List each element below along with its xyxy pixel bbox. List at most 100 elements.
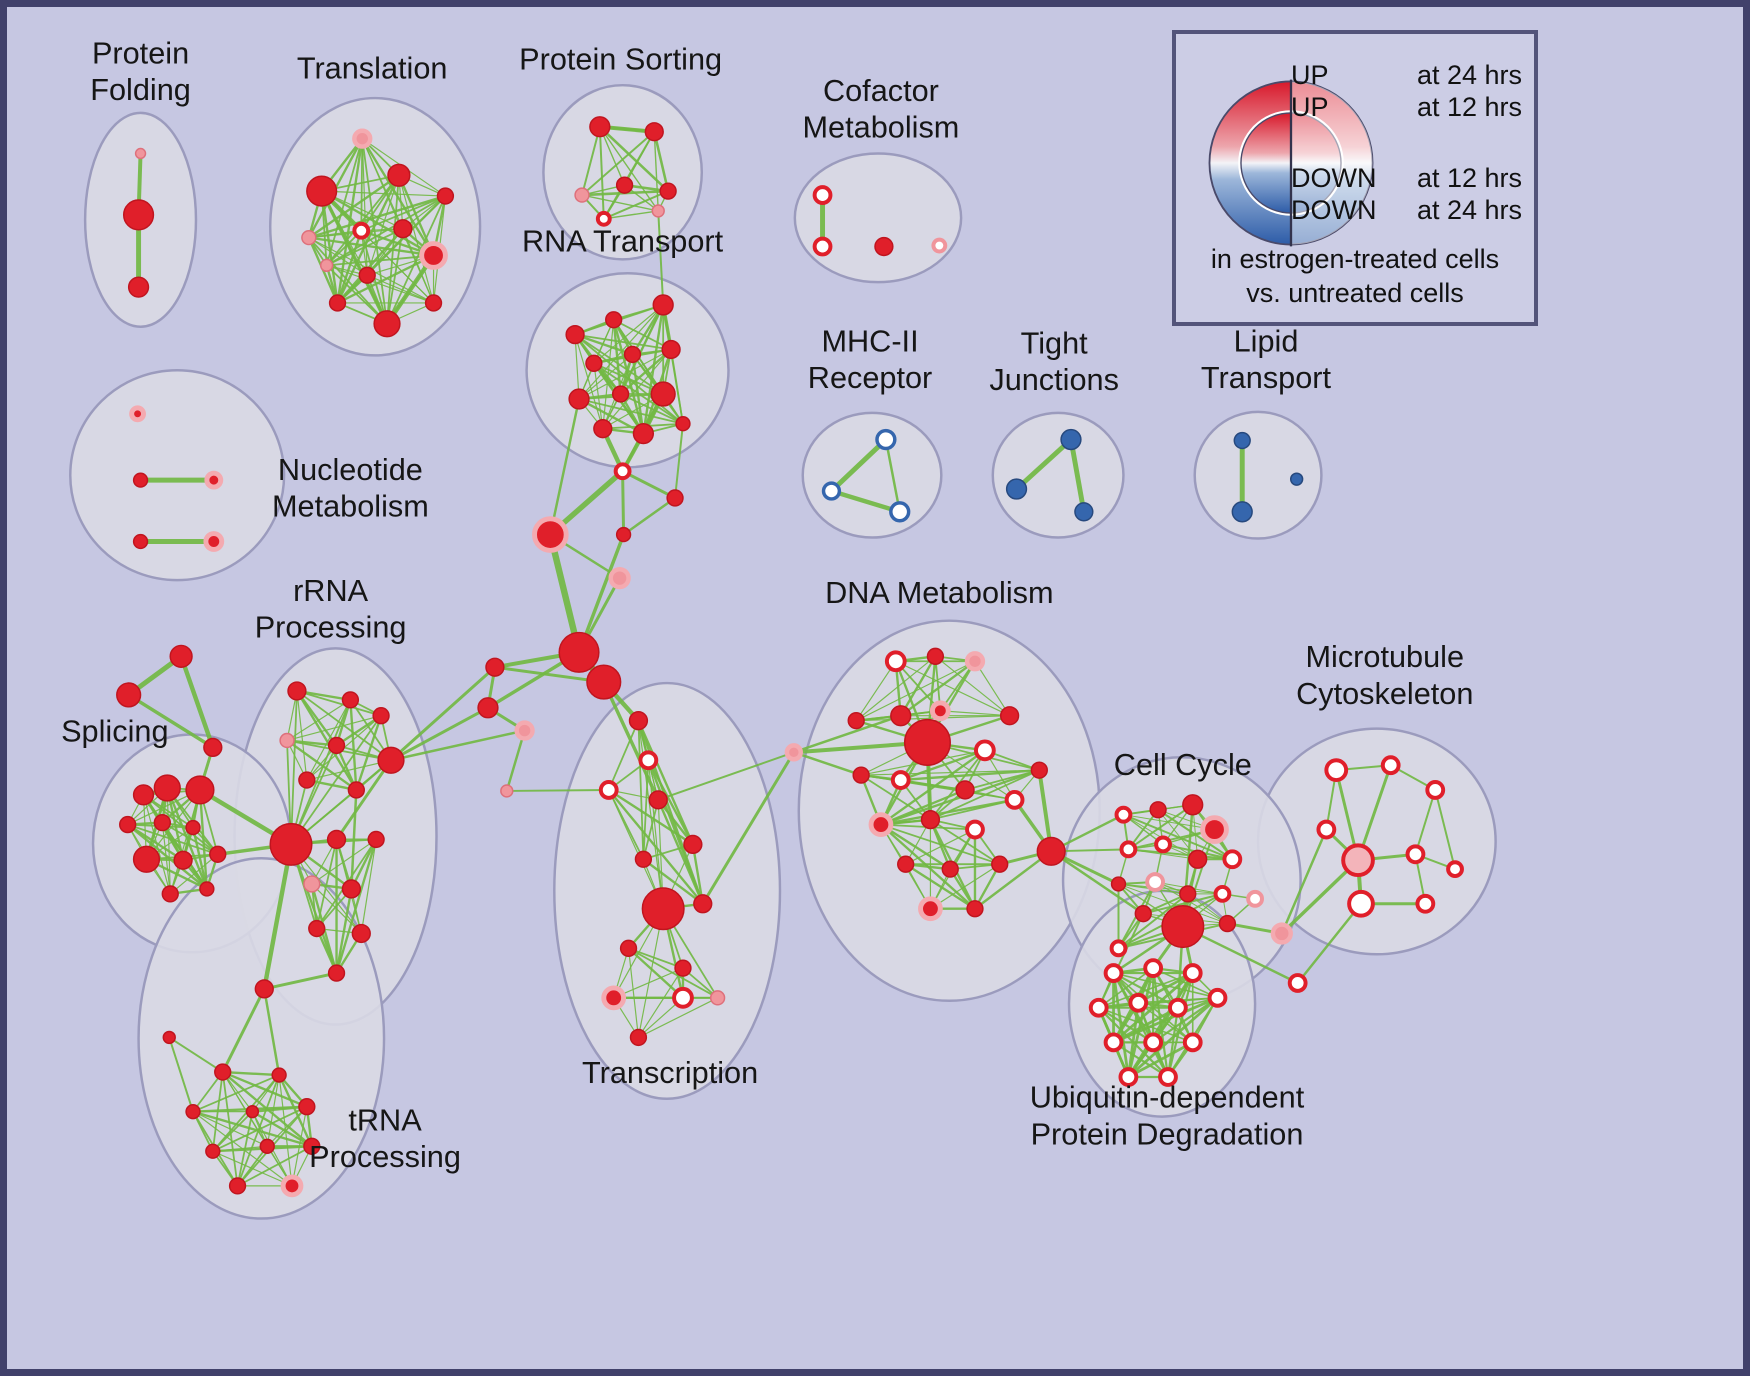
node-mc5: [1341, 843, 1375, 878]
node-dm12: [890, 770, 911, 790]
node-rr10: [326, 829, 347, 850]
node-rt12: [675, 416, 691, 432]
node-rt9: [650, 381, 676, 407]
edge: [360, 137, 364, 232]
edge: [637, 908, 664, 1039]
node-dm14: [1004, 789, 1025, 810]
edge: [355, 714, 383, 792]
edge: [1152, 996, 1219, 1044]
node-sp8: [173, 850, 193, 870]
edge: [602, 190, 670, 220]
node-rt4: [585, 354, 603, 372]
edge: [169, 853, 219, 895]
edge: [1414, 788, 1437, 856]
edge: [653, 131, 659, 212]
node-tr5: [301, 229, 317, 246]
node-rr15: [351, 923, 371, 944]
node-ub6: [1167, 997, 1188, 1018]
edge: [574, 333, 672, 351]
legend: UP at 24 hrs UP at 12 hrs DOWN at 12 hrs…: [1172, 30, 1538, 326]
edge: [934, 655, 1011, 717]
edge: [855, 660, 897, 722]
node-tr11: [328, 294, 347, 312]
node-cf3: [874, 236, 894, 257]
node-rt3: [652, 294, 674, 316]
edge: [674, 422, 684, 499]
node-nm1: [129, 405, 146, 423]
cluster-label-microtubule-cytoskeleton: Microtubule: [1305, 639, 1464, 674]
node-cf4: [931, 237, 948, 254]
cluster-ellipse-nucleotide-metabolism: [69, 369, 286, 582]
node-mc1: [1324, 758, 1349, 783]
edge: [602, 348, 672, 430]
edge: [325, 227, 404, 267]
node-tp1: [254, 979, 274, 999]
node-tp9: [259, 1138, 275, 1154]
node-c7: [586, 664, 622, 700]
cluster-label-dna-metabolism: DNA Metabolism: [825, 575, 1053, 610]
node-mc8: [1415, 893, 1436, 914]
node-c11: [500, 784, 514, 798]
cluster-ellipse-cofactor-metabolism: [793, 152, 963, 284]
edge: [277, 1073, 313, 1148]
node-dm22: [966, 900, 984, 918]
node-sp4: [119, 815, 137, 834]
node-dm16: [920, 809, 941, 830]
node-ps7: [651, 204, 665, 218]
edge: [637, 967, 684, 1039]
edge: [350, 788, 358, 891]
node-ub5: [1128, 992, 1149, 1013]
edge: [397, 174, 435, 257]
cluster-label-mhc-ii-receptor: MHC-II: [821, 323, 918, 358]
legend-row-up-24: UP at 24 hrs: [1291, 59, 1522, 91]
edge: [578, 348, 672, 400]
edge: [549, 397, 581, 536]
edge: [627, 947, 640, 1039]
edge: [290, 714, 382, 846]
cluster-label-translation: Translation: [297, 50, 448, 85]
cluster-ellipse-tight-junctions: [991, 411, 1125, 539]
node-tp5: [185, 1103, 201, 1120]
edge: [366, 274, 435, 304]
node-c6: [558, 631, 600, 673]
edge: [1127, 1040, 1195, 1079]
edge: [637, 997, 719, 1039]
edge: [612, 318, 672, 351]
edge: [263, 987, 281, 1077]
edge: [360, 838, 377, 935]
edge: [336, 229, 363, 305]
node-cc11: [1179, 885, 1197, 903]
edge: [1137, 1001, 1194, 1044]
node-t8: [693, 894, 713, 914]
node-sp10: [161, 885, 179, 903]
edge: [1097, 967, 1154, 1009]
node-tr1: [352, 128, 373, 149]
node-cc13: [1134, 905, 1152, 923]
edge: [627, 947, 684, 970]
edge: [904, 863, 977, 910]
node-sp1: [132, 784, 155, 806]
edge: [1068, 437, 1087, 515]
cluster-label-lipid-transport: Lipid: [1234, 323, 1299, 358]
edge: [349, 698, 358, 792]
edge: [262, 971, 339, 991]
edge: [599, 126, 659, 212]
edge: [1049, 850, 1145, 915]
node-tr8: [419, 241, 448, 270]
node-pf2: [122, 199, 155, 231]
edge: [855, 655, 936, 722]
node-c8: [485, 657, 505, 677]
edge: [505, 788, 610, 792]
legend-time-label: at 12 hrs: [1416, 91, 1522, 122]
edge: [642, 858, 704, 905]
legend-time-label: at 24 hrs: [1416, 59, 1522, 90]
node-ub8: [1103, 1032, 1124, 1053]
edge: [619, 393, 684, 425]
edge: [1127, 848, 1234, 861]
node-mc7: [1347, 889, 1375, 918]
edge: [593, 304, 664, 364]
node-ps1: [589, 116, 611, 138]
edge: [577, 397, 645, 435]
edge: [251, 1110, 313, 1148]
